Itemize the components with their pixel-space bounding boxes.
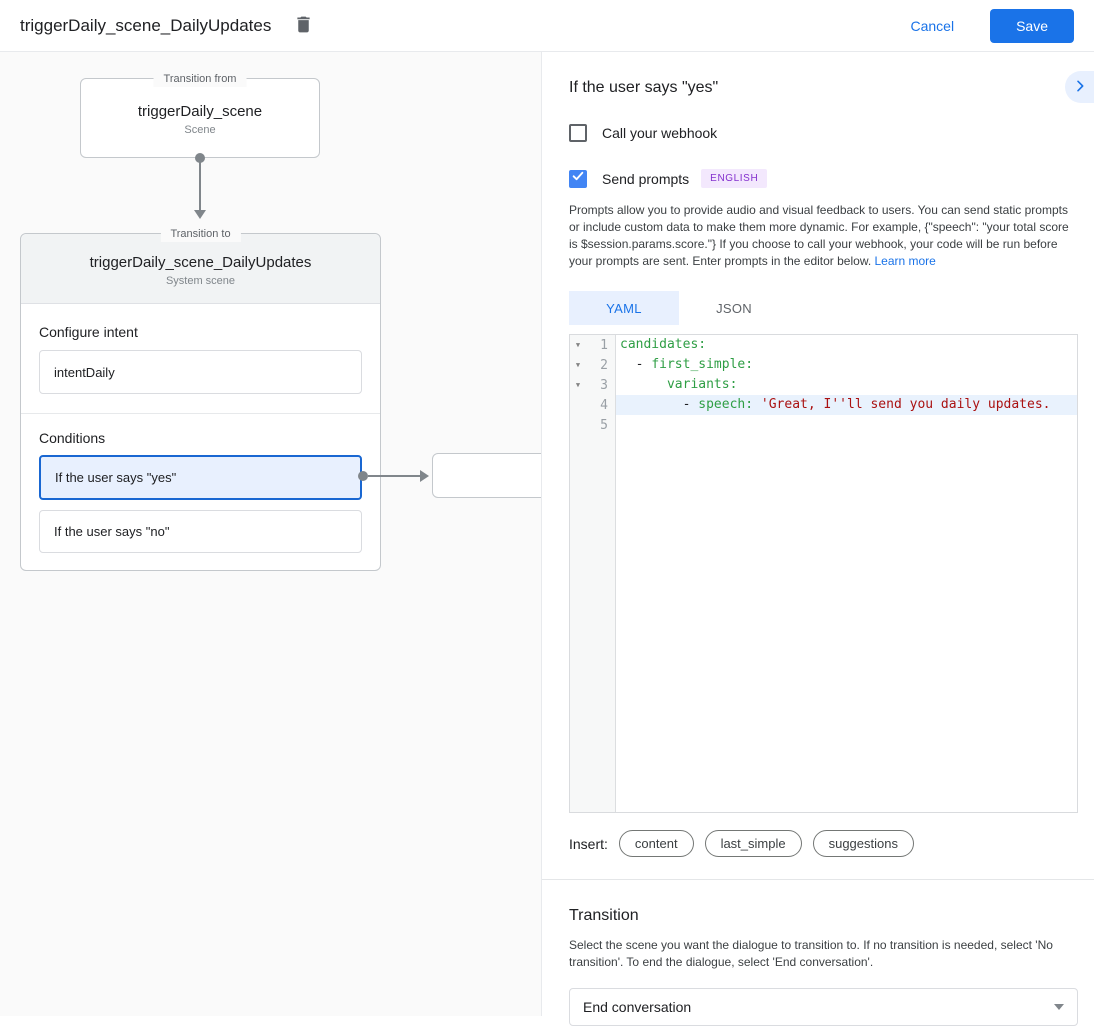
conditions-label: Conditions xyxy=(39,430,106,446)
code-line-3[interactable]: variants: xyxy=(616,375,1077,395)
code-segment-plain xyxy=(620,377,667,392)
code-segment-key: first_simple: xyxy=(651,357,754,372)
connector-line-horizontal xyxy=(368,475,422,477)
dropdown-caret-icon xyxy=(1054,1004,1064,1010)
from-scene-name: triggerDaily_scene xyxy=(137,103,263,120)
transition-to-card: Transition to triggerDaily_scene_DailyUp… xyxy=(20,226,381,571)
condition-item-0[interactable]: If the user says "yes" xyxy=(39,455,362,500)
send-prompts-row: Send prompts ENGLISH xyxy=(569,169,1078,188)
fold-arrow-icon[interactable]: ▼ xyxy=(575,361,581,369)
insert-chip-last_simple[interactable]: last_simple xyxy=(704,830,802,857)
gutter-line-5: 5 xyxy=(570,415,615,435)
send-prompts-checkbox[interactable] xyxy=(569,169,587,188)
panel-heading: If the user says "yes" xyxy=(569,79,719,96)
code-line-5[interactable] xyxy=(616,415,1077,435)
transition-from-legend: Transition from xyxy=(153,71,247,87)
condition-target-box[interactable] xyxy=(432,453,541,498)
cancel-button[interactable]: Cancel xyxy=(910,17,955,34)
learn-more-link[interactable]: Learn more xyxy=(874,254,936,268)
tab-yaml[interactable]: YAML xyxy=(569,291,679,325)
to-scene-type: System scene xyxy=(165,275,236,287)
trash-icon xyxy=(293,14,314,38)
insert-chips: content last_simple suggestions xyxy=(608,830,914,857)
condition-detail-panel: If the user says "yes" Call your webhook… xyxy=(541,52,1094,1026)
fold-arrow-icon[interactable]: ▼ xyxy=(575,341,581,349)
panel-divider xyxy=(542,879,1094,880)
transition-select-value: End conversation xyxy=(583,999,692,1015)
transition-description: Select the scene you want the dialogue t… xyxy=(569,938,1053,969)
checkmark-icon xyxy=(571,169,585,188)
code-segment-key: variants: xyxy=(666,377,738,392)
transition-heading: Transition xyxy=(569,907,639,924)
line-number: 2 xyxy=(600,357,608,373)
line-number: 1 xyxy=(600,337,608,353)
connector-line-vertical xyxy=(199,158,201,212)
to-card-body: Configure intent intentDaily Conditions … xyxy=(21,304,380,553)
save-button[interactable]: Save xyxy=(990,8,1074,43)
code-segment-string: 'Great, I''ll send you daily updates. xyxy=(760,397,1051,412)
prompts-description-text: Prompts allow you to provide audio and v… xyxy=(569,203,1069,268)
arrowhead-down-icon xyxy=(194,210,206,219)
code-line-2[interactable]: - first_simple: xyxy=(616,355,1077,375)
transition-select[interactable]: End conversation xyxy=(569,988,1078,1026)
editor-format-tabs: YAML JSON xyxy=(569,291,1078,325)
code-segment-plain: - xyxy=(620,397,699,412)
card-divider xyxy=(21,413,380,414)
code-segment-plain: - xyxy=(620,357,652,372)
intent-item[interactable]: intentDaily xyxy=(39,350,362,394)
to-card-header: triggerDaily_scene_DailyUpdates System s… xyxy=(21,234,380,304)
call-webhook-checkbox[interactable] xyxy=(569,124,587,142)
scene-flow-canvas: Transition from triggerDaily_scene Scene… xyxy=(0,52,541,1016)
transition-from-box[interactable]: Transition from triggerDaily_scene Scene xyxy=(80,71,320,158)
page-title: triggerDaily_scene_DailyUpdates xyxy=(20,15,272,35)
code-line-4[interactable]: - speech: 'Great, I''ll send you daily u… xyxy=(616,395,1077,415)
connector-dot-from xyxy=(195,153,205,163)
collapse-panel-button[interactable] xyxy=(1065,71,1094,103)
to-scene-name: triggerDaily_scene_DailyUpdates xyxy=(89,254,312,271)
delete-scene-button[interactable] xyxy=(289,12,317,40)
code-segment-key: candidates: xyxy=(620,337,707,352)
code-line-1[interactable]: candidates: xyxy=(616,335,1077,355)
insert-chip-suggestions[interactable]: suggestions xyxy=(812,830,914,857)
insert-row: Insert: content last_simple suggestions xyxy=(569,830,1078,857)
webhook-row: Call your webhook xyxy=(569,124,1078,142)
tab-json[interactable]: JSON xyxy=(716,300,752,316)
line-number: 3 xyxy=(600,377,608,393)
transition-to-legend: Transition to xyxy=(160,226,241,242)
gutter-line-3: ▼3 xyxy=(570,375,615,395)
insert-chip-content[interactable]: content xyxy=(618,830,694,857)
gutter-line-4: 4 xyxy=(570,395,615,415)
insert-label: Insert: xyxy=(569,835,608,852)
language-badge: ENGLISH xyxy=(701,169,768,188)
chevron-right-icon xyxy=(1072,78,1088,97)
fold-arrow-icon[interactable]: ▼ xyxy=(575,381,581,389)
line-number: 5 xyxy=(600,417,608,433)
code-segment-key: speech: xyxy=(698,397,761,412)
condition-item-1[interactable]: If the user says "no" xyxy=(39,510,362,553)
configure-intent-label: Configure intent xyxy=(39,324,138,340)
top-bar: triggerDaily_scene_DailyUpdates Cancel S… xyxy=(0,0,1094,52)
gutter-line-1: ▼1 xyxy=(570,335,615,355)
prompts-description: Prompts allow you to provide audio and v… xyxy=(569,202,1078,270)
connector-dot-condition xyxy=(358,471,368,481)
call-webhook-label: Call your webhook xyxy=(602,125,718,141)
send-prompts-label: Send prompts xyxy=(602,170,690,187)
editor-code-area[interactable]: candidates: - first_simple: variants: - … xyxy=(616,335,1077,812)
line-number: 4 xyxy=(600,397,608,413)
gutter-line-2: ▼2 xyxy=(570,355,615,375)
arrowhead-right-icon xyxy=(420,470,429,482)
from-scene-type: Scene xyxy=(184,124,216,136)
conditions-list: If the user says "yes" If the user says "… xyxy=(39,455,362,553)
